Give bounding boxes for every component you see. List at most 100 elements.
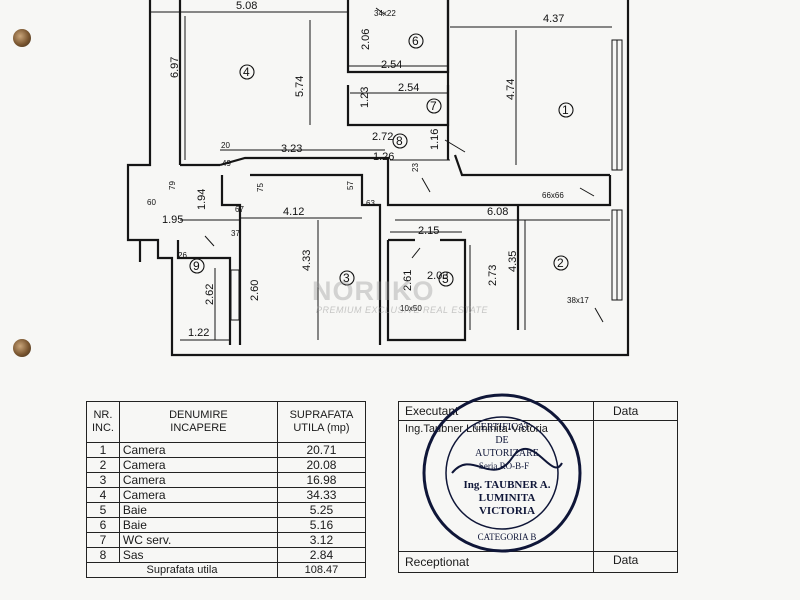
header-text: INCAPERE [170,422,227,434]
dim-label: 2.61 [402,270,414,291]
room-number: 8 [396,134,403,148]
authorization-stamp: CERTIFICAT DE AUTORIZARE Seria RO-B-F In… [422,393,582,553]
row-area: 3.12 [276,532,367,548]
room-number: 4 [243,65,250,79]
row-nr: 8 [86,547,120,563]
dim-label: 63 [366,199,375,208]
row-area: 2.84 [276,547,367,563]
inner-wall [453,154,610,177]
row-area: 20.71 [276,442,367,458]
row-name: Camera [118,472,278,488]
dim-label: 4.37 [543,13,564,25]
table-row: 5 Baie 5.25 [86,502,367,518]
dim-label: 49 [222,159,231,168]
room-number: 3 [343,271,350,285]
header-nr: NR.INC. [86,401,120,443]
table-row: 6 Baie 5.16 [86,517,367,533]
binder-hole-icon [13,339,31,357]
binder-hole-icon [13,29,31,47]
dim-label: 1.23 [359,87,371,108]
dim-label: 1.94 [196,189,208,210]
dim-label: 10x50 [400,304,422,313]
row-nr: 7 [86,532,120,548]
room-number: 1 [562,103,569,117]
room-number: 6 [412,34,419,48]
table-total-row: Suprafata utila 108.47 [86,562,367,578]
row-area: 5.16 [276,517,367,533]
table-row: 3 Camera 16.98 [86,472,367,488]
header-text: DENUMIRE [169,409,228,421]
row-area: 5.25 [276,502,367,518]
room-number: 5 [442,272,449,286]
dim-label: 2.72 [372,131,393,143]
dim-label: 1.22 [188,327,209,339]
receptionat-label: Receptionat [405,555,470,569]
inner-wall [250,173,382,345]
inner-wall [220,175,242,345]
dim-label: 4.33 [301,250,313,271]
table-row: 1 Camera 20.71 [86,442,367,458]
outer-wall [126,0,630,357]
signature-scribble [451,448,563,474]
dim-label: 38x17 [567,296,589,305]
row-name: Camera [118,487,278,503]
dim-label: 2.54 [381,59,402,71]
dim-label: 6.97 [169,57,181,78]
room-number: 7 [430,99,437,113]
dim-label: 2.54 [398,82,419,94]
dim-label: 2.06 [360,29,372,50]
row-nr: 1 [86,442,120,458]
stamp-line: CERTIFICAT [474,422,530,433]
row-nr: 6 [86,517,120,533]
dim-label: 2.73 [487,265,499,286]
dim-label: 4.12 [283,206,304,218]
table-row: 2 Camera 20.08 [86,457,367,473]
total-value: 108.47 [276,562,367,578]
room-number: 9 [193,259,200,273]
row-nr: 2 [86,457,120,473]
header-text: INC. [91,422,114,434]
stamp-line: VICTORIA [479,505,535,517]
inner-wall [176,240,232,345]
header-text: SUPRAFATA [289,409,354,421]
dim-label: 1.16 [429,129,441,150]
table-row: 7 WC serv. 3.12 [86,532,367,548]
row-name: Sas [118,547,278,563]
row-name: Baie [118,502,278,518]
dim-label: 2.15 [418,225,439,237]
row-name: Camera [118,442,278,458]
inner-wall [219,156,390,175]
stamp-line: LUMINITA [479,492,536,504]
inner-wall [386,238,467,342]
data-label: Data [613,404,639,418]
stamp-line: DE [495,435,508,446]
dim-label: 3.23 [281,143,302,155]
header-text: UTILA (mp) [293,422,350,434]
row-name: Camera [118,457,278,473]
inner-wall [386,175,612,207]
executant-label: Executant [405,404,459,418]
dim-label: 66x66 [542,191,564,200]
row-nr: 5 [86,502,120,518]
dim-label: 26 [178,251,187,260]
stamp-line: AUTORIZARE [475,448,539,459]
dim-label: 4.35 [507,251,519,272]
dim-label: 34x22 [374,9,396,18]
row-name: Baie [118,517,278,533]
room-number: 2 [557,256,564,270]
row-area: 20.08 [276,457,367,473]
dim-label: 4.74 [505,79,517,100]
table-row: 4 Camera 34.33 [86,487,367,503]
total-label: Suprafata utila [86,562,278,578]
dim-label: 5.08 [236,0,257,12]
dim-label: 6.08 [487,206,508,218]
row-nr: 3 [86,472,120,488]
dim-label: 2.60 [249,280,261,301]
dim-label: 75 [256,183,265,192]
